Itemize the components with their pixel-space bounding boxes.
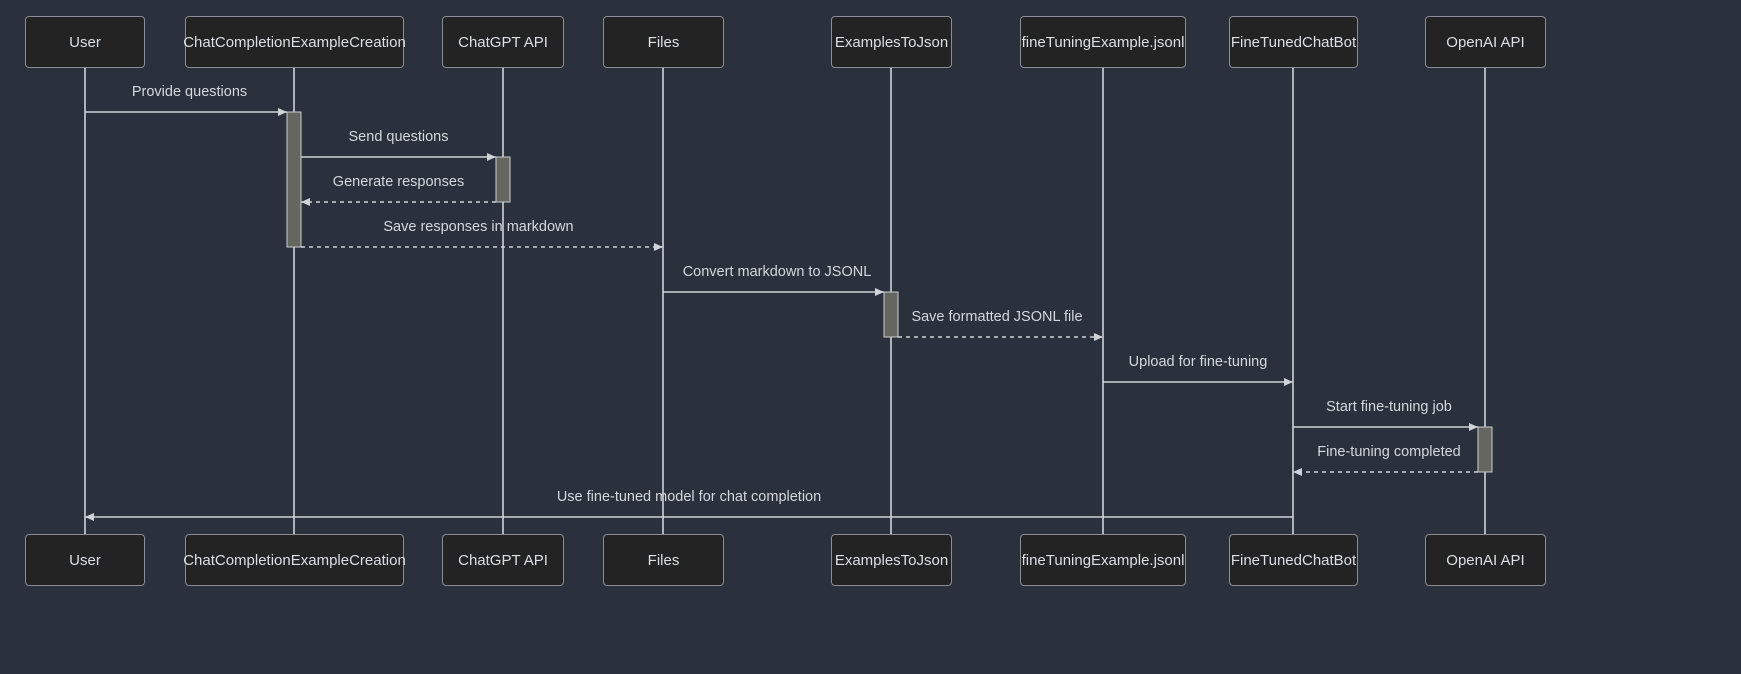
participant-box-chatgpt-top[interactable]: ChatGPT API [442,16,564,68]
activation-bar-chatgpt [495,156,511,203]
participant-label: User [69,33,101,51]
participant-label: fineTuningExample.jsonl [1021,551,1185,569]
participant-box-ftcb-bottom[interactable]: FineTunedChatBot [1229,534,1358,586]
message-label-m7: Upload for fine-tuning [1128,354,1268,370]
participant-label: FineTunedChatBot [1230,551,1357,569]
participant-label: ExamplesToJson [834,551,949,569]
message-label-m3: Generate responses [332,174,465,190]
participant-label: OpenAI API [1446,551,1525,569]
participant-box-user-top[interactable]: User [25,16,145,68]
participant-box-ccec-bottom[interactable]: ChatCompletionExampleCreation [183,534,406,586]
participant-box-files-bottom[interactable]: Files [603,534,724,586]
participant-label: Files [647,33,680,51]
participant-box-user-bottom[interactable]: User [25,534,145,586]
message-label-m5: Convert markdown to JSONL [682,264,872,280]
participant-box-ccec-top[interactable]: ChatCompletionExampleCreation [183,16,406,68]
arrows-group [85,108,1478,521]
participant-label: FineTunedChatBot [1230,33,1357,51]
participant-box-etj-bottom[interactable]: ExamplesToJson [831,534,952,586]
participant-box-etj-top[interactable]: ExamplesToJson [831,16,952,68]
activation-bar-ccec [286,111,302,248]
participant-label: OpenAI API [1446,33,1525,51]
participant-box-jsonl-top[interactable]: fineTuningExample.jsonl [1020,16,1186,68]
participant-box-jsonl-bottom[interactable]: fineTuningExample.jsonl [1020,534,1186,586]
message-label-m10: Use fine-tuned model for chat completion [556,489,822,505]
activation-bar-openai [1477,426,1493,473]
participant-label: Files [647,551,680,569]
message-label-m2: Send questions [348,129,449,145]
participant-label: ChatGPT API [458,33,548,51]
activation-bar-etj [883,291,899,338]
participant-label: ChatCompletionExampleCreation [183,551,406,569]
participant-label: User [69,551,101,569]
participant-box-files-top[interactable]: Files [603,16,724,68]
activations-group [286,111,1493,473]
message-label-m6: Save formatted JSONL file [911,309,1083,325]
message-label-m4: Save responses in markdown [383,219,574,235]
participant-box-chatgpt-bottom[interactable]: ChatGPT API [442,534,564,586]
message-label-m1: Provide questions [131,84,248,100]
participant-label: fineTuningExample.jsonl [1021,33,1185,51]
participant-label: ChatGPT API [458,551,548,569]
participant-box-openai-top[interactable]: OpenAI API [1425,16,1546,68]
participant-box-ftcb-top[interactable]: FineTunedChatBot [1229,16,1358,68]
participant-label: ExamplesToJson [834,33,949,51]
message-label-m9: Fine-tuning completed [1317,444,1461,460]
participant-box-openai-bottom[interactable]: OpenAI API [1425,534,1546,586]
message-label-m8: Start fine-tuning job [1326,399,1452,415]
participant-label: ChatCompletionExampleCreation [183,33,406,51]
